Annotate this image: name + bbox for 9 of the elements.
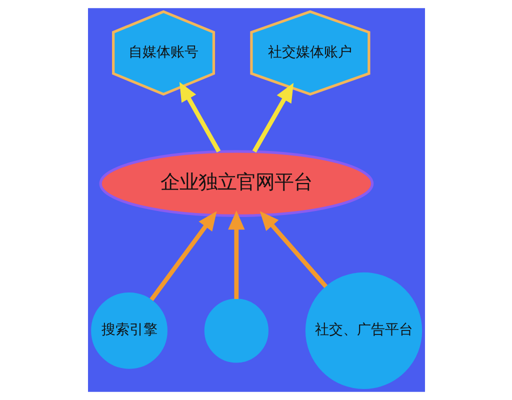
arrow <box>252 82 294 153</box>
node-ellipse: 企业独立官网平台 <box>98 150 374 217</box>
node-circle: 搜索引擎 <box>90 292 167 369</box>
node-circle: 社交、广告平台 <box>304 272 422 389</box>
arrow <box>149 211 216 301</box>
arrow <box>178 82 220 153</box>
arrow <box>259 211 328 288</box>
arrow <box>228 210 244 299</box>
node-circle <box>204 298 268 363</box>
